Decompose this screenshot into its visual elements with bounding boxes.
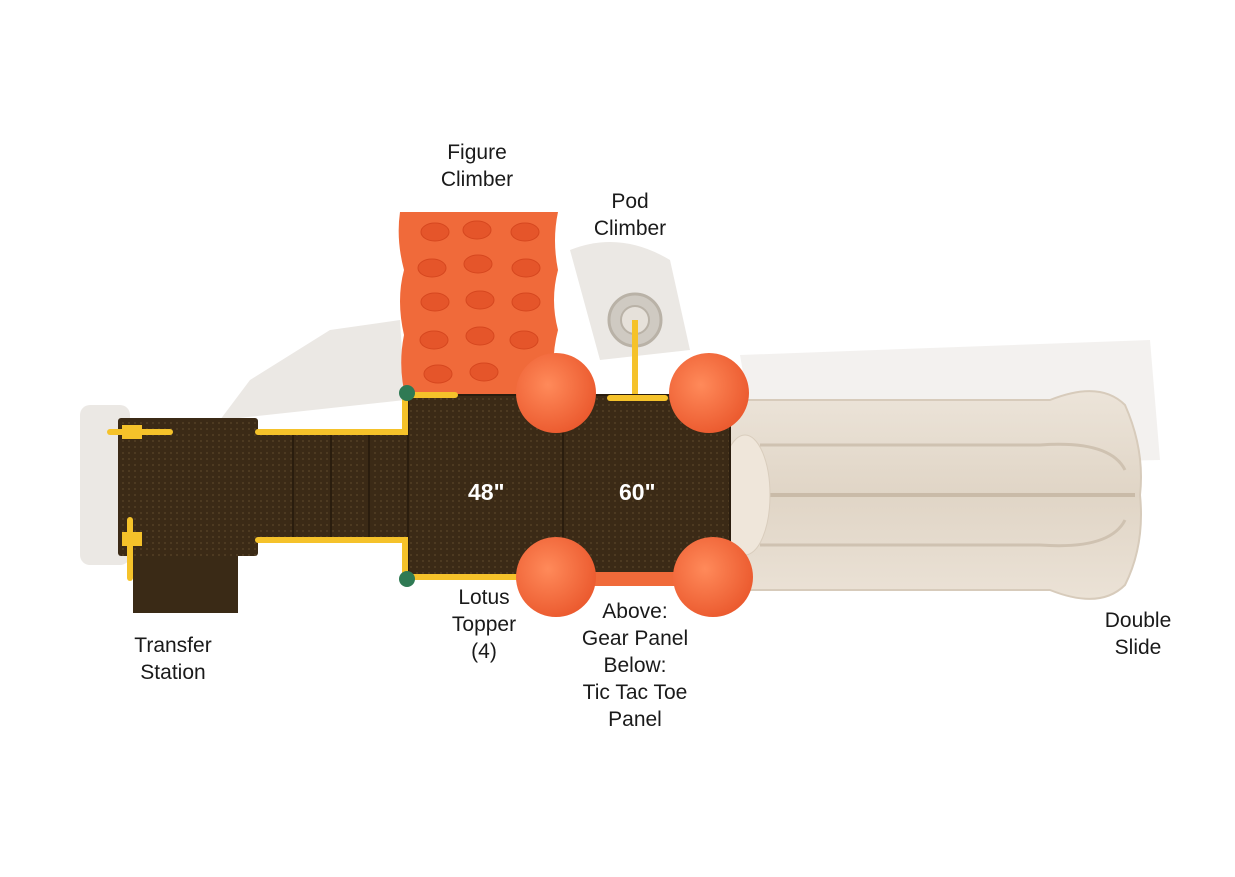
step-platforms xyxy=(255,432,408,540)
label-pod-climber: Pod Climber xyxy=(593,190,667,240)
roof-pods xyxy=(516,353,753,617)
deck-height-60: 60" xyxy=(619,479,656,505)
label-lotus-topper: Lotus Topper (4) xyxy=(451,586,517,663)
rails xyxy=(107,392,668,581)
rail-brackets xyxy=(122,425,142,546)
double-slide xyxy=(719,390,1142,600)
label-transfer-station: Transfer Station xyxy=(134,634,212,684)
deck-height-48: 48" xyxy=(468,479,505,505)
lotus-toppers xyxy=(399,385,415,587)
pod-climber xyxy=(607,292,663,400)
gear-panel xyxy=(590,572,680,586)
figure-climber xyxy=(398,212,558,395)
label-figure-climber: Figure Climber xyxy=(440,141,514,191)
transfer-station xyxy=(118,418,258,613)
label-panels: Above: Gear Panel Below: Tic Tac Toe Pan… xyxy=(581,600,689,731)
label-double-slide: Double Slide xyxy=(1104,609,1172,659)
